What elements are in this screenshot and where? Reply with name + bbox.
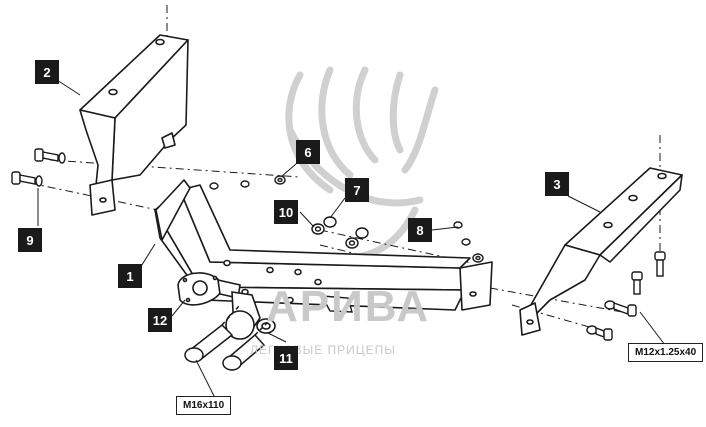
washers-nuts-8	[453, 221, 484, 263]
callout-part-2: 2	[35, 60, 59, 84]
watermark-tagline: ЛЕГКОВЫЕ ПРИЦЕПЫ	[250, 343, 396, 357]
callout-part-11: 11	[274, 346, 298, 370]
right-side-bracket	[519, 167, 683, 336]
right-bolts	[586, 251, 666, 341]
washers-nuts-6	[209, 175, 286, 190]
spec-label-m16x110: M16x110	[176, 396, 232, 415]
watermark-brand: АРИВА	[266, 282, 431, 331]
callout-part-6: 6	[296, 140, 320, 164]
tow-ball	[225, 291, 276, 340]
callout-part-12: 12	[148, 308, 172, 332]
callout-part-8: 8	[408, 218, 432, 242]
bolt-m16x110-pair	[184, 304, 269, 371]
washers-nuts-7-10	[311, 216, 369, 249]
callout-part-10: 10	[274, 200, 298, 224]
callout-part-9: 9	[18, 228, 42, 252]
beam-tab	[320, 295, 353, 313]
spec-label-m12x1-25x40: M12x1.25x40	[628, 343, 704, 362]
left-side-bracket	[79, 34, 189, 216]
left-bolts	[11, 148, 66, 187]
callout-part-3: 3	[545, 172, 569, 196]
callout-part-7: 7	[345, 178, 369, 202]
callout-part-1: 1	[118, 264, 142, 288]
leader-lines	[37, 79, 666, 399]
